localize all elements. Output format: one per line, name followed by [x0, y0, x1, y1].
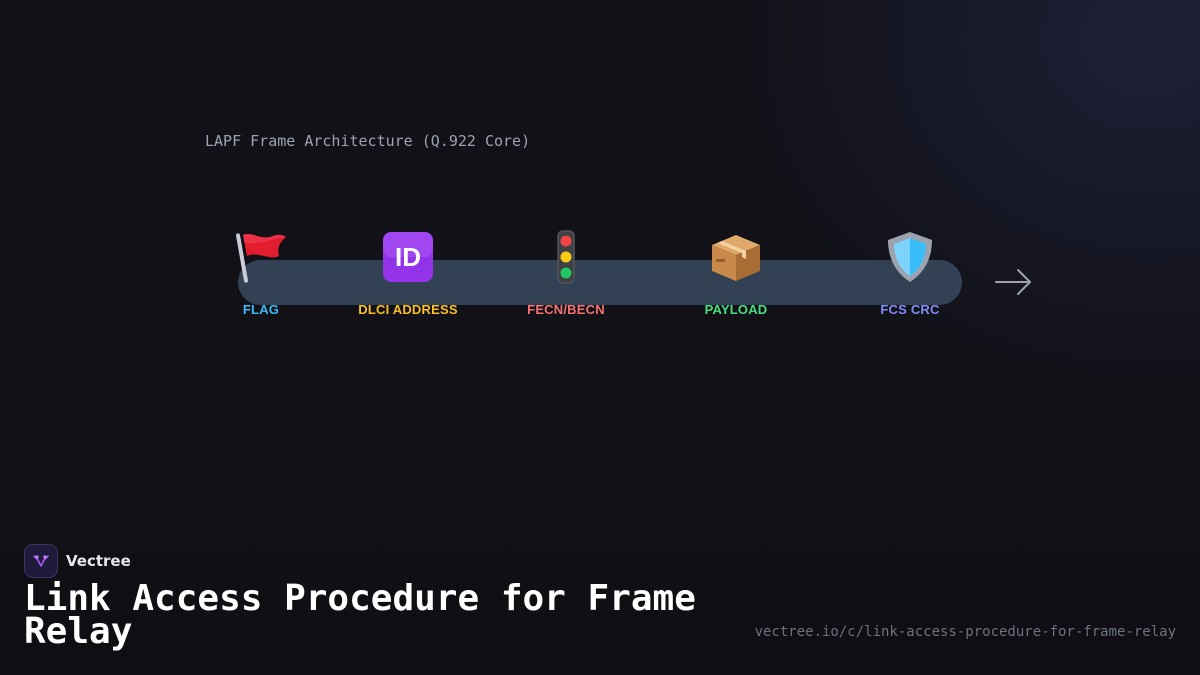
brand-name: Vectree — [66, 552, 131, 570]
field-payload: PAYLOAD — [656, 228, 816, 317]
arrow-right-icon — [994, 268, 1034, 300]
field-label: DLCI ADDRESS — [358, 302, 458, 317]
page-url[interactable]: vectree.io/c/link-access-procedure-for-f… — [754, 624, 1176, 640]
page-title: Link Access Procedure for Frame Relay — [24, 578, 696, 652]
vectree-logo-icon — [24, 544, 58, 578]
svg-text:ID: ID — [395, 242, 421, 272]
package-icon — [656, 228, 816, 284]
shield-icon — [830, 228, 990, 284]
brand[interactable]: Vectree — [24, 544, 131, 578]
id-badge-icon: ID — [328, 228, 488, 284]
field-fcs-crc: FCS CRC — [830, 228, 990, 317]
field-flag: FLAG — [181, 228, 341, 317]
frame-track — [238, 260, 962, 305]
field-label: FCS CRC — [880, 302, 940, 317]
diagram-title: LAPF Frame Architecture (Q.922 Core) — [205, 132, 531, 150]
field-dlci-address: ID DLCI ADDRESS — [328, 228, 488, 317]
field-fecn-becn: FECN/BECN — [486, 228, 646, 317]
traffic-light-icon — [486, 228, 646, 284]
field-label: FLAG — [242, 302, 280, 317]
flag-icon — [181, 228, 341, 284]
field-label: PAYLOAD — [704, 302, 768, 317]
field-label: FECN/BECN — [527, 302, 605, 317]
